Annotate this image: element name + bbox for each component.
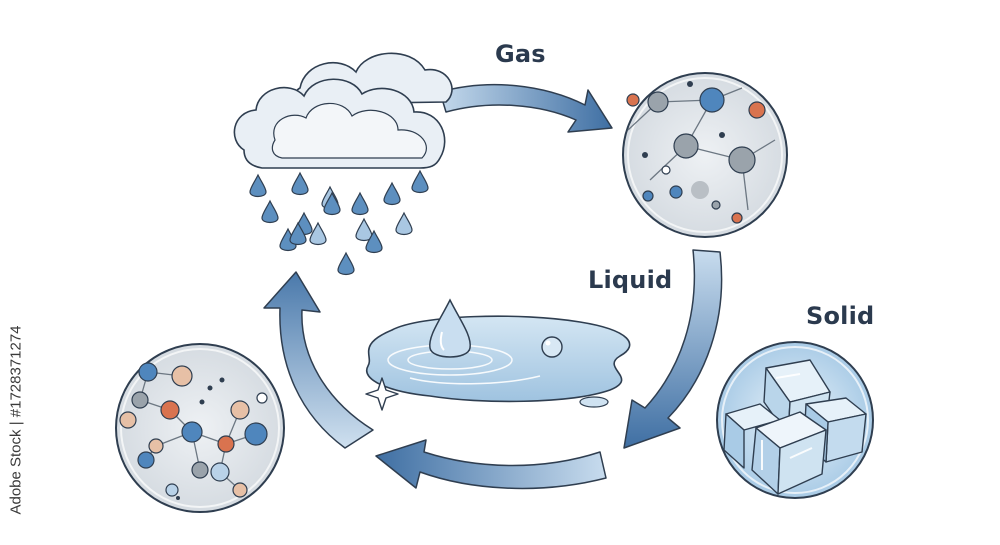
raindrop-icon	[355, 217, 373, 242]
raindrop-icon	[291, 171, 309, 196]
gas-molecules-circle	[622, 72, 788, 238]
raindrop-icon	[261, 199, 279, 224]
raindrop-icon	[289, 221, 307, 246]
arrow-bottom-left	[375, 439, 607, 490]
raindrop-icon	[337, 251, 355, 276]
liquid-molecules-circle	[115, 343, 285, 513]
raindrop-icon	[395, 211, 413, 236]
raindrops	[249, 169, 429, 276]
arrow-gas-to-circle	[439, 83, 613, 133]
label-gas: Gas	[495, 40, 546, 68]
raindrop-icon	[383, 181, 401, 206]
watermark-side-text: Adobe Stock | #1728371274	[7, 325, 25, 515]
raindrop-icon	[309, 221, 327, 246]
cloud-icon	[233, 52, 453, 169]
raindrop-icon	[323, 191, 341, 216]
arrow-right-down	[623, 249, 723, 449]
raindrop-icon	[351, 191, 369, 216]
arrow-left-up	[263, 271, 374, 449]
raindrop-icon	[411, 169, 429, 194]
watermark-side: Adobe Stock | #1728371274	[0, 300, 32, 540]
label-liquid: Liquid	[588, 266, 673, 294]
label-solid: Solid	[806, 302, 875, 330]
raindrop-icon	[365, 229, 383, 254]
solid-ice-circle	[716, 341, 874, 499]
water-puddle	[365, 298, 631, 411]
raindrop-icon	[249, 173, 267, 198]
